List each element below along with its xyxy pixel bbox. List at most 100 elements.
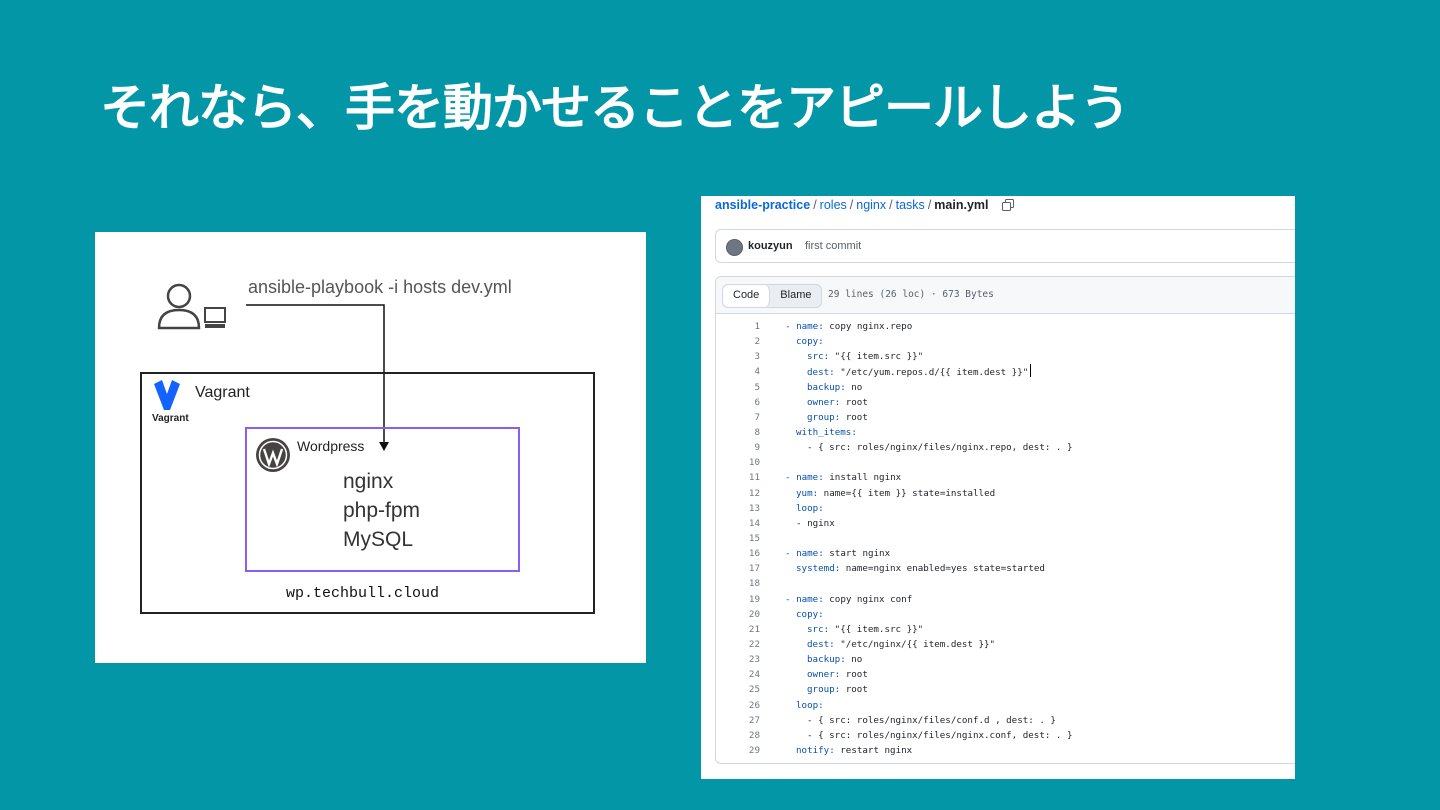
line-content: - name: install nginx xyxy=(785,472,902,484)
line-content: src: "{{ item.src }}" xyxy=(807,623,924,635)
line-content: owner: root xyxy=(807,669,868,681)
line-content: copy: xyxy=(796,336,824,348)
line-number[interactable]: 13 xyxy=(748,502,760,514)
code-line: 25 group: root xyxy=(716,682,1295,697)
github-file-viewer: ansible-practice/roles/nginx/tasks/main.… xyxy=(701,196,1295,779)
line-number[interactable]: 8 xyxy=(754,426,760,438)
line-number[interactable]: 2 xyxy=(754,336,760,348)
line-number[interactable]: 26 xyxy=(748,699,760,711)
line-number[interactable]: 20 xyxy=(748,608,760,620)
code-line: 18 xyxy=(716,576,1295,591)
line-content: with_items: xyxy=(796,426,857,438)
code-line: 11 - name: install nginx xyxy=(716,470,1295,485)
line-number[interactable]: 22 xyxy=(748,638,760,650)
avatar[interactable] xyxy=(726,239,743,256)
code-line: 3 src: "{{ item.src }}" xyxy=(716,349,1295,364)
code-view[interactable]: 1- name: copy nginx.repo 2 copy: 3 src: "{{ … xyxy=(716,319,1295,758)
tab-blame[interactable]: Blame xyxy=(780,289,812,301)
line-content: owner: root xyxy=(807,396,868,408)
code-line: 7 group: root xyxy=(716,410,1295,425)
line-number[interactable]: 15 xyxy=(748,532,760,544)
breadcrumb: ansible-practice/roles/nginx/tasks/main.… xyxy=(715,198,1014,212)
code-line: 19- name: copy nginx conf xyxy=(716,592,1295,607)
service-item: nginx xyxy=(343,470,394,493)
commit-author[interactable]: kouzyun xyxy=(748,240,793,252)
code-line: 28- { src: roles/nginx/files/nginx.conf,… xyxy=(716,728,1295,743)
code-line: 4 dest: "/etc/yum.repos.d/{{ item.dest }}… xyxy=(716,364,1295,379)
file-box: Code Blame 29 lines (26 loc) · 673 Bytes… xyxy=(715,276,1295,764)
line-number[interactable]: 12 xyxy=(748,487,760,499)
line-content: - name: start nginx xyxy=(785,548,891,560)
code-line: 27 - { src: roles/nginx/files/conf.d , de… xyxy=(716,713,1295,728)
code-line: 29 notify: restart nginx xyxy=(716,743,1295,758)
code-line: 6 owner: root xyxy=(716,395,1295,410)
architecture-diagram: ansible-playbook -i hosts dev.yml Vagran… xyxy=(95,232,646,663)
line-number[interactable]: 11 xyxy=(748,472,760,484)
line-content: yum: name={{ item }} state=installed xyxy=(796,487,996,499)
line-number[interactable]: 14 xyxy=(748,517,760,529)
code-line: 21 src: "{{ item.src }}" xyxy=(716,622,1295,637)
flow-arrow xyxy=(246,304,389,451)
line-number[interactable]: 28 xyxy=(748,729,760,741)
code-line: 15 xyxy=(716,531,1295,546)
line-number[interactable]: 29 xyxy=(748,744,760,756)
line-number[interactable]: 19 xyxy=(748,593,760,605)
tab-code[interactable]: Code xyxy=(723,285,771,307)
code-line: 2 copy: xyxy=(716,334,1295,349)
vagrant-logo-icon xyxy=(154,380,180,410)
wordpress-label: Wordpress xyxy=(297,438,365,454)
line-number[interactable]: 17 xyxy=(748,563,760,575)
line-number[interactable]: 4 xyxy=(754,366,760,378)
breadcrumb-repo[interactable]: ansible-practice xyxy=(715,198,811,212)
line-number[interactable]: 7 xyxy=(754,411,760,423)
line-content: copy: xyxy=(796,608,824,620)
user-with-laptop-icon xyxy=(157,283,226,330)
line-content: group: root xyxy=(807,684,868,696)
line-content: src: "{{ item.src }}" xyxy=(807,351,924,363)
line-number[interactable]: 9 xyxy=(754,442,760,454)
code-line: 17 systemd: name=nginx enabled=yes state=… xyxy=(716,561,1295,576)
line-content: systemd: name=nginx enabled=yes state=st… xyxy=(796,563,1045,575)
line-content: group: root xyxy=(807,411,868,423)
line-content: notify: restart nginx xyxy=(796,744,913,756)
line-number[interactable]: 24 xyxy=(748,669,760,681)
view-toggle: Code Blame xyxy=(722,284,823,308)
breadcrumb-item[interactable]: tasks xyxy=(895,198,925,212)
code-line: 20 copy: xyxy=(716,607,1295,622)
line-number[interactable]: 1 xyxy=(754,321,760,332)
service-list: nginx php-fpm MySQL xyxy=(343,467,420,554)
breadcrumb-item[interactable]: nginx xyxy=(856,198,887,212)
wordpress-box: Wordpress nginx php-fpm MySQL xyxy=(245,427,520,572)
line-number[interactable]: 27 xyxy=(748,714,760,726)
code-line: 16 - name: start nginx xyxy=(716,546,1295,561)
text-cursor xyxy=(1030,364,1032,378)
service-item: MySQL xyxy=(343,528,414,551)
line-content: - nginx xyxy=(796,517,835,529)
file-header: Code Blame 29 lines (26 loc) · 673 Bytes xyxy=(716,277,1295,314)
code-line: 12 yum: name={{ item }} state=installed xyxy=(716,486,1295,501)
vagrant-label: Vagrant xyxy=(195,384,250,401)
line-number[interactable]: 10 xyxy=(748,457,760,469)
line-content: dest: "/etc/yum.repos.d/{{ item.dest }}" xyxy=(785,364,1032,380)
line-number[interactable]: 25 xyxy=(748,684,760,696)
code-line: 8 with_items: xyxy=(716,425,1295,440)
copy-path-icon[interactable] xyxy=(1001,199,1014,211)
line-number[interactable]: 21 xyxy=(748,623,760,635)
line-number[interactable]: 3 xyxy=(754,351,760,363)
commit-message[interactable]: first commit xyxy=(805,240,862,252)
breadcrumb-item[interactable]: roles xyxy=(819,198,847,212)
breadcrumb-separator: / xyxy=(849,198,854,212)
vagrant-logo-text: Vagrant xyxy=(152,413,189,424)
code-line: 22 dest: "/etc/nginx/{{ item.dest }}" xyxy=(716,637,1295,652)
code-line: 1- name: copy nginx.repo xyxy=(716,319,1295,334)
line-number[interactable]: 6 xyxy=(754,396,760,408)
line-number[interactable]: 16 xyxy=(748,548,760,560)
wordpress-logo-icon xyxy=(256,438,290,472)
line-number[interactable]: 5 xyxy=(754,381,760,393)
line-content: dest: "/etc/nginx/{{ item.dest }}" xyxy=(807,638,996,650)
line-number[interactable]: 18 xyxy=(748,578,760,590)
line-content: - { src: roles/nginx/files/conf.d , dest… xyxy=(807,714,1056,726)
breadcrumb-separator: / xyxy=(813,198,817,212)
line-number[interactable]: 23 xyxy=(748,654,760,666)
